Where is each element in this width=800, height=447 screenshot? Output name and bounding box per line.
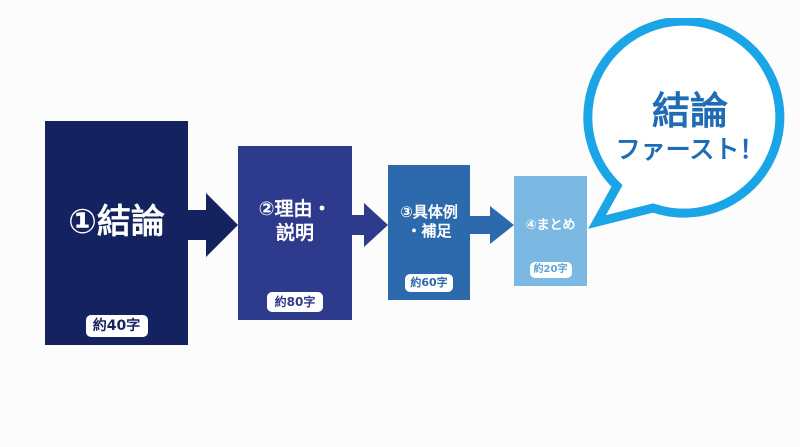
step-4-title: ④まとめ (525, 218, 576, 233)
step-3-title-line1: ③具体例 (400, 203, 458, 221)
step-3-title-line2: ・補足 (406, 221, 452, 240)
step-2-title-line2: 説明 (275, 221, 314, 244)
bubble-title: 結論 (651, 89, 728, 133)
step-1-title: ①結論 (68, 202, 165, 242)
step-1-char-count: 約40字 (85, 315, 148, 337)
arrow-right-icon (468, 206, 514, 244)
step-2-box: ②理由・ 説明 約80字 (238, 146, 352, 320)
bubble-subtitle: ファースト！ (615, 135, 765, 164)
step-4-char-count: 約20字 (529, 262, 572, 278)
speech-bubble-icon (583, 18, 785, 229)
step-3-char-count: 約60字 (405, 274, 453, 292)
step-4-box: ④まとめ 約20字 (514, 176, 587, 286)
step-2-title-line1: ②理由・ (258, 198, 332, 220)
step-1-box: ①結論 約40字 (45, 121, 188, 345)
step-2-char-count: 約80字 (267, 292, 323, 312)
speech-bubble: 結論 ファースト！ (575, 18, 800, 240)
step-3-box: ③具体例 ・補足 約60字 (388, 165, 470, 300)
arrow-right-icon (186, 193, 238, 257)
arrow-right-icon (350, 203, 388, 247)
